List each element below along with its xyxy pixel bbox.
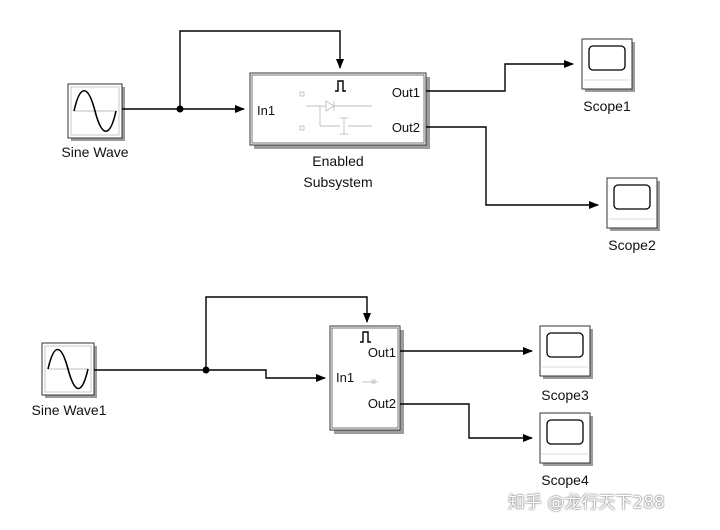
scope3-block[interactable] [539,325,593,379]
subsystem-label-line1: Enabled [312,153,363,169]
sine-wave-label: Sine Wave [61,144,128,160]
scope4-label: Scope4 [541,472,589,488]
scope-screen-icon [613,184,651,210]
subsystem-label-line2: Subsystem [303,174,372,190]
scope4-block[interactable] [539,412,593,466]
sine-wave-icon [73,89,117,133]
scope3-label: Scope3 [541,387,589,403]
scope1-label: Scope1 [583,98,631,114]
subsystem-in1-port: In1 [257,103,275,118]
enabled-subsystem-block-2[interactable] [329,325,404,434]
wire-out1-to-scope1 [426,60,574,92]
wire-out2-to-scope2 [426,126,599,209]
scope-screen-icon [546,419,584,445]
subsystem2-in1-port: In1 [336,370,354,385]
branch-junction [176,105,184,113]
scope-screen-icon [546,332,584,358]
sine-wave-block[interactable] [67,83,125,141]
enable-pulse-icon [335,80,346,92]
inner-diagram-icon [362,379,378,384]
subsystem2-out1-port: Out1 [368,345,396,360]
subsystem-out2-port: Out2 [392,120,420,135]
enable-pulse-icon [360,331,371,343]
enabled-subsystem-block[interactable] [249,72,430,149]
watermark-text: 知乎 @龙行天下288 [508,493,665,513]
sine-wave1-label: Sine Wave1 [32,402,107,418]
scope1-block[interactable] [581,38,635,92]
wire-sine1-to-in1 [94,369,326,382]
wire-enable-branch-bottom [205,296,371,370]
wire-out2-to-scope4 [400,403,533,442]
sine-wave-icon [47,348,89,390]
branch-junction [202,366,210,374]
subsystem-out1-port: Out1 [392,85,420,100]
subsystem2-out2-port: Out2 [368,396,396,411]
sine-wave1-block[interactable] [41,342,97,398]
scope2-block[interactable] [606,177,660,231]
wire-enable-branch [179,30,344,109]
scope2-label: Scope2 [608,237,656,253]
scope-screen-icon [588,45,626,71]
inner-diagram-icon [299,91,372,135]
